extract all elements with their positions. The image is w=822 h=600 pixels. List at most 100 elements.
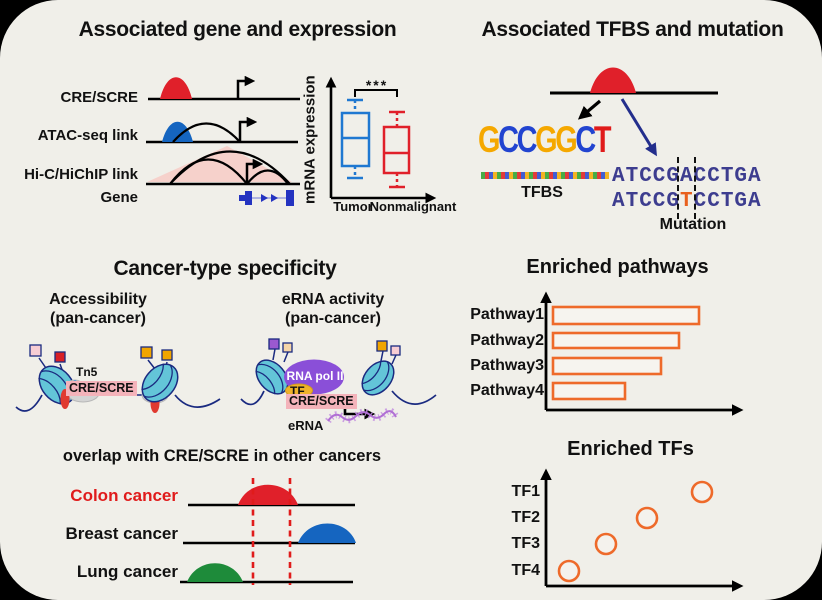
pathway-bar-3	[551, 356, 663, 376]
boxplot-category-nonmalignant: Nonmalignant	[369, 199, 457, 214]
mutation-dash-right-icon	[694, 157, 696, 219]
track-label-lung-cancer: Lung cancer	[76, 562, 178, 581]
section-title-enriched-pathways: Enriched pathways	[526, 256, 709, 278]
erna-activity-label-line2: (pan-cancer)	[284, 310, 382, 327]
expression-boxplot	[325, 76, 437, 204]
tf-label-3: TF3	[511, 535, 540, 552]
mutation-dash-left-icon	[677, 157, 679, 219]
histone-mark-red-icon	[54, 351, 66, 363]
erna-label: eRNA	[288, 418, 324, 433]
pathway-bars	[551, 305, 701, 401]
motif-letter: T	[593, 119, 612, 160]
track-label-gene: Gene	[100, 189, 138, 206]
mutation-label: Mutation	[659, 216, 727, 233]
mutated-base: T	[680, 190, 694, 213]
logo-minor-letters	[481, 172, 609, 179]
histone-mark-purple-icon	[268, 338, 280, 350]
tss-arrow-icon	[245, 158, 264, 184]
pathway-bar-2	[551, 331, 681, 350]
nucleosome-icon	[361, 360, 395, 396]
reference-sequence: ATCCGACCTGA	[612, 165, 762, 188]
boxplot-category-tumor: Tumor	[333, 199, 373, 214]
tf-point-1	[690, 480, 714, 504]
lung-peak-icon	[187, 563, 243, 582]
section-title-cancer-specificity: Cancer-type specificity	[113, 257, 337, 280]
mutated-sequence-left: ATCCG	[612, 190, 681, 213]
track-label-colon-cancer: Colon cancer	[70, 486, 178, 505]
pathway-label-3: Pathway3	[470, 357, 544, 374]
cre-red-peak-icon	[160, 77, 192, 99]
tfbs-peak-diagram	[550, 67, 718, 157]
motif-letter: G	[555, 119, 577, 160]
atac-loop-arc	[172, 122, 241, 143]
nucleosome-icon	[141, 363, 179, 403]
tfbs-red-peak-icon	[590, 67, 636, 93]
dna-strand	[174, 394, 221, 408]
motif-letter: G	[535, 119, 557, 160]
dna-strand	[391, 390, 437, 405]
histone-flag-stem	[272, 348, 276, 361]
mutated-sequence: ATCCGTCCTGA	[612, 191, 762, 212]
motif-letter: C	[516, 119, 538, 160]
track-label-atac-link: ATAC-seq link	[37, 127, 138, 144]
gene-model-icon	[239, 190, 294, 206]
hic-loop-arc-mid	[169, 158, 248, 185]
pathway-label-4: Pathway4	[470, 382, 544, 399]
section-title-tfbs-mutation: Associated TFBS and mutation	[481, 18, 784, 41]
histone-mark-pink-icon	[390, 345, 401, 356]
tss-arrow-icon	[236, 75, 256, 99]
nonmalignant-box-icon	[382, 110, 411, 189]
tf-point-3	[594, 532, 618, 556]
histone-flag-stem	[380, 350, 384, 362]
histone-flag-stem	[391, 354, 397, 365]
motif-letter: C	[575, 119, 596, 160]
atac-blue-peak-icon	[162, 121, 193, 142]
track-label-cre-scre: CRE/SCRE	[60, 89, 138, 106]
arrow-to-motif-icon	[577, 99, 602, 120]
pathway-label-1: Pathway1	[470, 306, 544, 323]
histone-mark-tan-icon	[282, 342, 293, 353]
cre-scre-chip: CRE/SCRE	[286, 394, 357, 409]
accessibility-label-line1: Accessibility	[49, 291, 147, 308]
tf-label-4: TF4	[511, 562, 540, 579]
breast-peak-icon	[298, 523, 356, 543]
arrow-to-mutation-icon	[620, 98, 657, 157]
hic-triangle-icon	[147, 146, 292, 182]
cre-scre-chip: CRE/SCRE	[66, 381, 137, 396]
pathway-label-2: Pathway2	[470, 332, 544, 349]
tf-label-2: TF2	[511, 509, 540, 526]
mutated-sequence-right: CCTGA	[693, 190, 762, 213]
hic-loop-arc-large	[169, 150, 291, 185]
gene-links-diagram	[146, 75, 300, 206]
tfs-scatter-chart	[540, 468, 744, 592]
tumor-box-icon	[340, 98, 371, 180]
pathway-bar-1	[551, 305, 701, 326]
section-title-enriched-tfs: Enriched TFs	[567, 438, 694, 460]
motif-letter: C	[498, 119, 519, 160]
histone-mark-pink-icon	[29, 344, 42, 357]
hic-loop-arc-small	[246, 169, 289, 185]
significance-bracket	[354, 89, 398, 97]
erna-activity-label-line1: eRNA activity	[281, 291, 385, 308]
tn5-label: Tn5	[76, 365, 98, 379]
section-title-gene-expression: Associated gene and expression	[78, 18, 397, 41]
rna-pol2-label: RNA pol II	[286, 369, 344, 383]
erna-transcript-icon	[327, 410, 397, 422]
track-label-hic-link: Hi-C/HiChIP link	[24, 166, 138, 183]
tss-arrow-icon	[238, 116, 258, 142]
histone-mark-orange-icon	[161, 349, 173, 361]
motif-letter: G	[478, 119, 500, 160]
motif-logo: GCCGGCT	[478, 119, 612, 160]
nucleosome-icon	[255, 359, 289, 395]
pathways-bar-chart	[540, 291, 744, 416]
histone-mark-orange-icon	[376, 340, 388, 352]
dna-strand	[240, 390, 265, 406]
cancer-overlap-tracks	[180, 478, 356, 585]
overlap-title: overlap with CRE/SCRE in other cancers	[62, 447, 382, 465]
tf-points	[557, 480, 714, 583]
pathway-bar-4	[551, 381, 627, 401]
histone-mark-orange-icon	[140, 346, 153, 359]
tf-point-2	[635, 506, 659, 530]
tf-label-1: TF1	[511, 483, 540, 500]
